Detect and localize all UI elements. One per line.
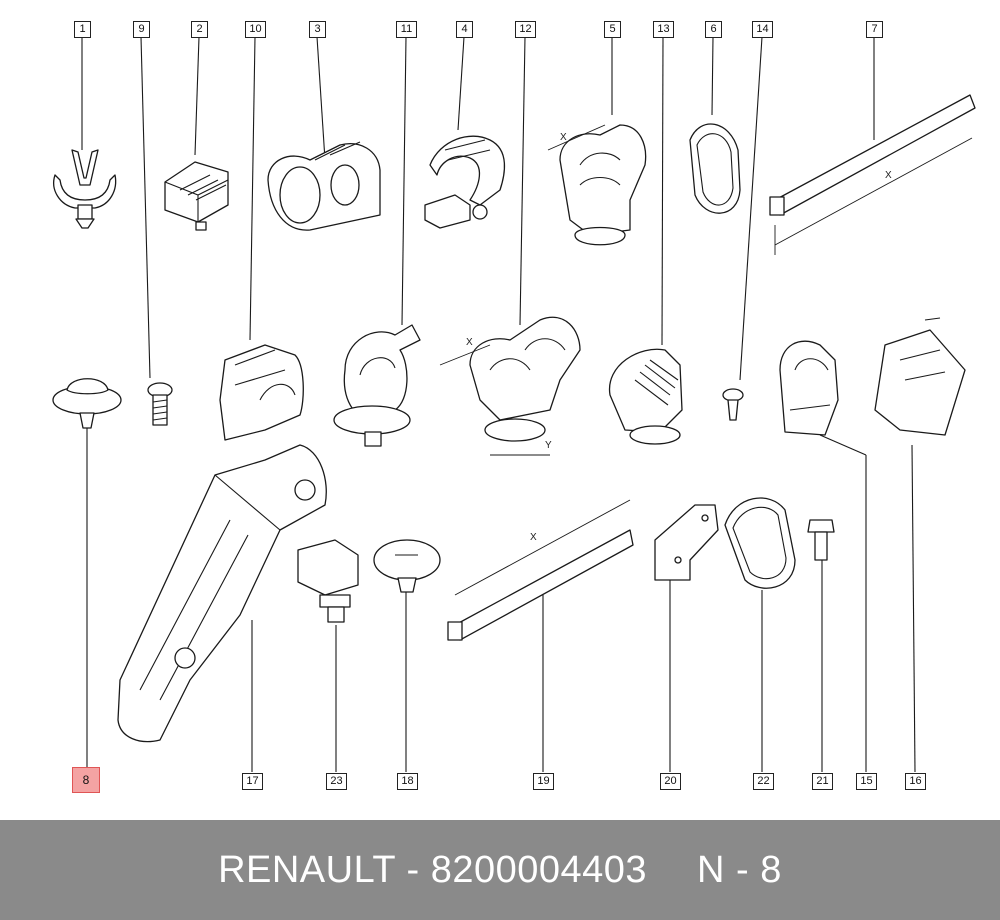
part-3-clip xyxy=(267,141,381,231)
part-16-clip xyxy=(874,317,966,436)
leader-lines xyxy=(81,36,916,773)
callout-22: 22 xyxy=(753,773,774,790)
part-2-connector xyxy=(164,161,229,231)
part-17-bracket xyxy=(117,444,327,743)
callout-7: 7 xyxy=(866,21,883,38)
part-20-bracket xyxy=(654,504,719,581)
part-23-connector xyxy=(297,539,359,623)
part-10-clip xyxy=(219,344,304,441)
dim-label-y: Y xyxy=(545,440,552,451)
callout-15: 15 xyxy=(856,773,877,790)
part-4-clip xyxy=(424,135,506,229)
part-8-rivet xyxy=(52,378,122,429)
callout-16: 16 xyxy=(905,773,926,790)
part-21-bolt xyxy=(807,519,835,561)
parts-diagram: X X X xyxy=(52,36,976,773)
callout-10: 10 xyxy=(245,21,266,38)
part-18-cap xyxy=(373,539,441,593)
callout-19: 19 xyxy=(533,773,554,790)
part-19-cable-tie: X xyxy=(447,499,634,641)
part-12-clip: X Y xyxy=(439,316,581,456)
dim-label-x: X xyxy=(560,132,567,143)
parts-illustration: X X X xyxy=(52,36,976,773)
dim-label-x-7: X xyxy=(885,170,892,181)
part-1-clip xyxy=(53,149,117,229)
callout-11: 11 xyxy=(396,21,417,38)
callout-3: 3 xyxy=(309,21,326,38)
callout-21: 21 xyxy=(812,773,833,790)
callout-17: 17 xyxy=(242,773,263,790)
callout-9: 9 xyxy=(133,21,150,38)
part-6-grommet xyxy=(689,123,741,214)
part-22-seal xyxy=(724,497,796,589)
part-9-screw xyxy=(147,382,173,426)
part-13-clip xyxy=(609,348,683,445)
callout-1: 1 xyxy=(74,21,91,38)
callout-23: 23 xyxy=(326,773,347,790)
callout-4: 4 xyxy=(456,21,473,38)
dim-label-x-12: X xyxy=(466,337,473,348)
callout-14: 14 xyxy=(752,21,773,38)
callout-12: 12 xyxy=(515,21,536,38)
part-14-screw xyxy=(722,388,744,421)
dim-label-x-19: X xyxy=(530,532,537,543)
callout-18: 18 xyxy=(397,773,418,790)
part-11-clip xyxy=(333,324,421,447)
part-15-clip xyxy=(779,340,839,436)
callout-5: 5 xyxy=(604,21,621,38)
callout-6: 6 xyxy=(705,21,722,38)
part-5-clip: X xyxy=(547,124,647,246)
callout-2: 2 xyxy=(191,21,208,38)
footer-bar: RENAULT - 8200004403 N - 8 xyxy=(0,820,1000,920)
footer-part-number: RENAULT - 8200004403 xyxy=(218,848,648,891)
footer-position: N - 8 xyxy=(697,848,782,891)
part-7-cable-tie: X xyxy=(769,94,976,255)
callout-13: 13 xyxy=(653,21,674,38)
callout-20: 20 xyxy=(660,773,681,790)
callout-8-highlighted[interactable]: 8 xyxy=(72,767,100,793)
